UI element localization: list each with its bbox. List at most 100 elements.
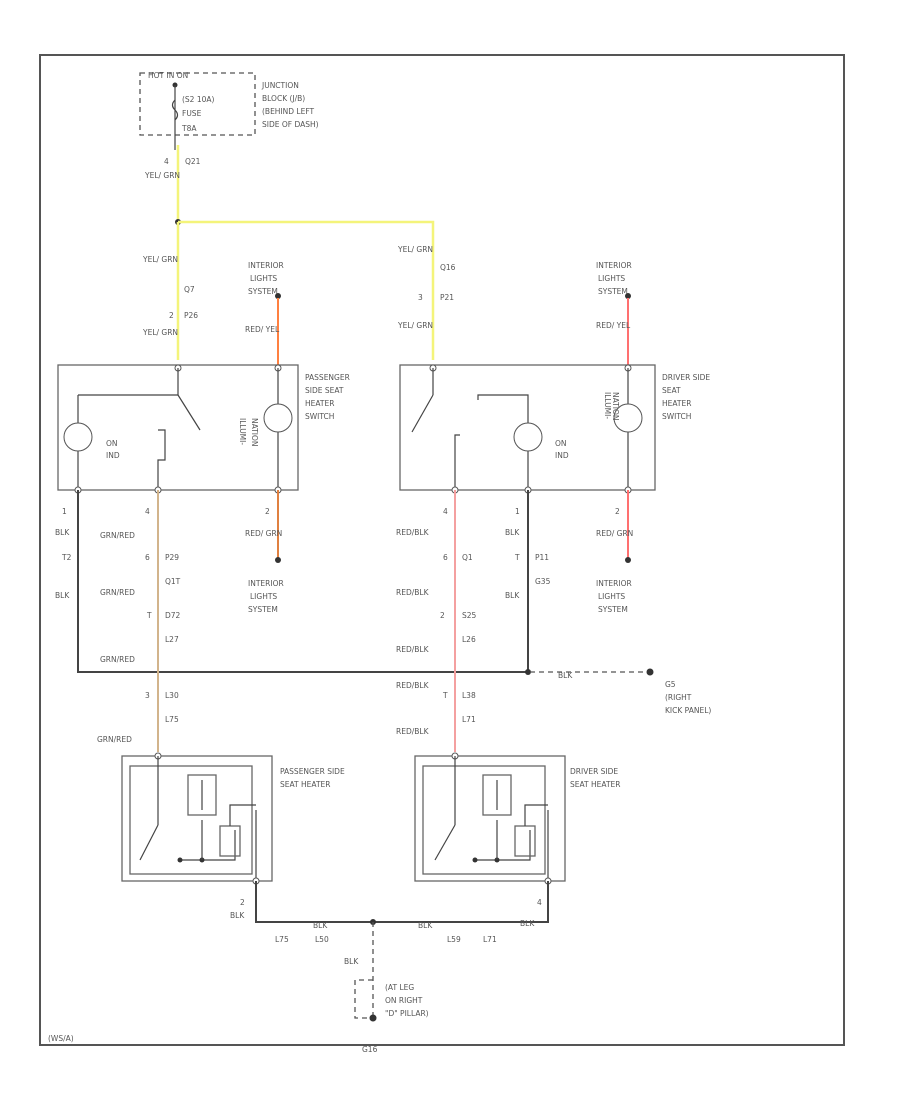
driver-illumination-lamp-icon	[613, 403, 643, 433]
driver-lights-bottom-line2: LIGHTS	[598, 592, 625, 601]
junction-location-line4: SIDE OF DASH)	[262, 120, 319, 129]
passenger-switch-label-line1: PASSENGER	[305, 373, 350, 382]
driver-lights-bottom-line1: INTERIOR	[596, 579, 632, 588]
driver-heater-ground-pin: 4	[537, 898, 542, 907]
driver-heater-element-bottom-icon	[514, 825, 536, 857]
passenger-heater-in-connector-a: 3	[145, 691, 150, 700]
junction-location-line2: BLOCK (J/B)	[262, 94, 305, 103]
driver-lights-top-line2: LIGHTS	[598, 274, 625, 283]
passenger-heater-label-line2: SEAT HEATER	[280, 780, 330, 789]
passenger-heater-body	[121, 755, 273, 882]
driver-illum-line2: NATION	[611, 392, 620, 420]
passenger-pin-out: 4	[145, 507, 150, 516]
passenger-heater-ground-wire-label: BLK	[313, 921, 328, 930]
seat-ground-id: G16	[362, 1045, 378, 1054]
driver-switch-group: YEL/ GRN Q16 3 P21 YEL/ GRN INTERIOR LIG…	[396, 245, 710, 752]
passenger-heater-ground-connector-2: L50	[315, 935, 329, 944]
diagram-id: (WS/A)	[48, 1034, 74, 1043]
passenger-out-connector-2: Q1T	[165, 577, 181, 586]
junction-location-line3: (BEHIND LEFT	[262, 107, 315, 116]
passenger-input-pin: 2	[169, 311, 174, 320]
driver-heater-ground-wire-2: BLK	[520, 919, 535, 928]
passenger-heater-ground-connector-1: L75	[275, 935, 289, 944]
driver-switch-label-line1: DRIVER SIDE	[662, 373, 710, 382]
driver-input-connector-a: Q16	[440, 263, 456, 272]
passenger-input-wire-2: YEL/ GRN	[142, 328, 178, 337]
driver-out-connector-2b: S25	[462, 611, 477, 620]
driver-indicator-line1: ON	[555, 439, 567, 448]
driver-heater-ground-connector-1: L59	[447, 935, 461, 944]
driver-lights-bottom-line3: SYSTEM	[598, 605, 628, 614]
driver-out-connector-3: L26	[462, 635, 476, 644]
passenger-lights-top-wire: RED/ YEL	[245, 325, 280, 334]
driver-heater-label-line2: SEAT HEATER	[570, 780, 620, 789]
driver-heater-ground-connector-2: L71	[483, 935, 497, 944]
driver-heater-label-line1: DRIVER SIDE	[570, 767, 618, 776]
supply-connector: Q21	[185, 157, 201, 166]
passenger-lights-top-line3: SYSTEM	[248, 287, 278, 296]
driver-seat-heater: DRIVER SIDE SEAT HEATER 4	[414, 752, 620, 907]
passenger-lights-bottom-line2: LIGHTS	[250, 592, 277, 601]
passenger-heater-ground-pin: 2	[240, 898, 245, 907]
passenger-lights-bottom-line3: SYSTEM	[248, 605, 278, 614]
driver-lights-top-wire: RED/ YEL	[596, 321, 631, 330]
seat-ground-wire: BLK	[344, 957, 359, 966]
driver-heater-element-top-icon	[482, 774, 512, 816]
passenger-indicator-line2: IND	[106, 451, 120, 460]
driver-pin-ground: 1	[515, 507, 520, 516]
passenger-heater-in-wire: GRN/RED	[97, 735, 132, 744]
body-ground-line2: (RIGHT	[665, 693, 692, 702]
driver-input-connector-b: P21	[440, 293, 454, 302]
driver-heater-in-connector-c: L71	[462, 715, 476, 724]
passenger-input-connector-b: P26	[184, 311, 198, 320]
driver-heater-ground-wire: BLK	[418, 921, 433, 930]
passenger-input-connector-a: Q7	[184, 285, 195, 294]
driver-heater-in-wire-1: RED/BLK	[396, 681, 430, 690]
passenger-input-wire: YEL/ GRN	[142, 255, 178, 264]
driver-out-wire-1: RED/BLK	[396, 528, 430, 537]
seat-ground-line1: (AT LEG	[385, 983, 414, 992]
driver-lights-top-line3: SYSTEM	[598, 287, 628, 296]
driver-ground-connector-b: P11	[535, 553, 549, 562]
driver-out-wire-2: RED/BLK	[396, 588, 430, 597]
body-ground-line3: KICK PANEL)	[665, 706, 711, 715]
body-ground-line1: G5	[665, 680, 676, 689]
seat-ground-symbol-icon	[369, 1014, 377, 1022]
passenger-out-wire-1: GRN/RED	[100, 531, 135, 540]
passenger-heater-element-bottom-icon	[219, 825, 241, 857]
driver-input-wire-2: YEL/ GRN	[397, 321, 433, 330]
passenger-switch-label-line3: HEATER	[305, 399, 334, 408]
passenger-ground-connector: T2	[61, 553, 72, 562]
driver-heater-in-connector-a: T	[442, 691, 448, 700]
body-ground: BLK G5 (RIGHT KICK PANEL)	[530, 668, 711, 715]
seat-ground-line3: "D" PILLAR)	[385, 1009, 429, 1018]
passenger-out-connector-4: L27	[165, 635, 179, 644]
passenger-lights-top-line2: LIGHTS	[250, 274, 277, 283]
driver-switch-label-line2: SEAT	[662, 386, 681, 395]
passenger-out-connector-3b: D72	[165, 611, 181, 620]
driver-lights-top-line1: INTERIOR	[596, 261, 632, 270]
driver-ground-wire: BLK	[505, 528, 520, 537]
fuse-block: HOT IN ON (S2 10A) FUSE T8A JUNCTION BLO…	[139, 71, 319, 150]
diagram-frame	[39, 54, 845, 1046]
driver-lights-bottom-wire: RED/ GRN	[596, 529, 633, 538]
passenger-out-wire-2: GRN/RED	[100, 588, 135, 597]
passenger-illumination-lamp-icon	[263, 403, 293, 433]
seat-ground: BLK BLK BLK L75 L50 L59 L71 BLK (AT LEG …	[255, 881, 549, 1054]
passenger-heater-in-connector-c: L75	[165, 715, 179, 724]
passenger-ground-wire: BLK	[55, 528, 70, 537]
fuse-terminal: T8A	[181, 124, 197, 133]
passenger-switch-label-line2: SIDE SEAT	[305, 386, 344, 395]
driver-switch-label-line3: HEATER	[662, 399, 691, 408]
driver-heater-body	[414, 755, 566, 882]
passenger-heater-in-connector-b: L30	[165, 691, 179, 700]
driver-heater-in-wire-2: RED/BLK	[396, 727, 430, 736]
passenger-lights-top-line1: INTERIOR	[248, 261, 284, 270]
passenger-switch-group: YEL/ GRN Q7 2 P26 YEL/ GRN INTERIOR LIGH…	[55, 255, 530, 752]
fuse-rating: (S2 10A)	[182, 95, 215, 104]
driver-illum-line1: ILLUMI-	[603, 392, 612, 419]
driver-pin-out: 4	[443, 507, 448, 516]
driver-input-pin: 3	[418, 293, 423, 302]
driver-switch-label-line4: SWITCH	[662, 412, 691, 421]
